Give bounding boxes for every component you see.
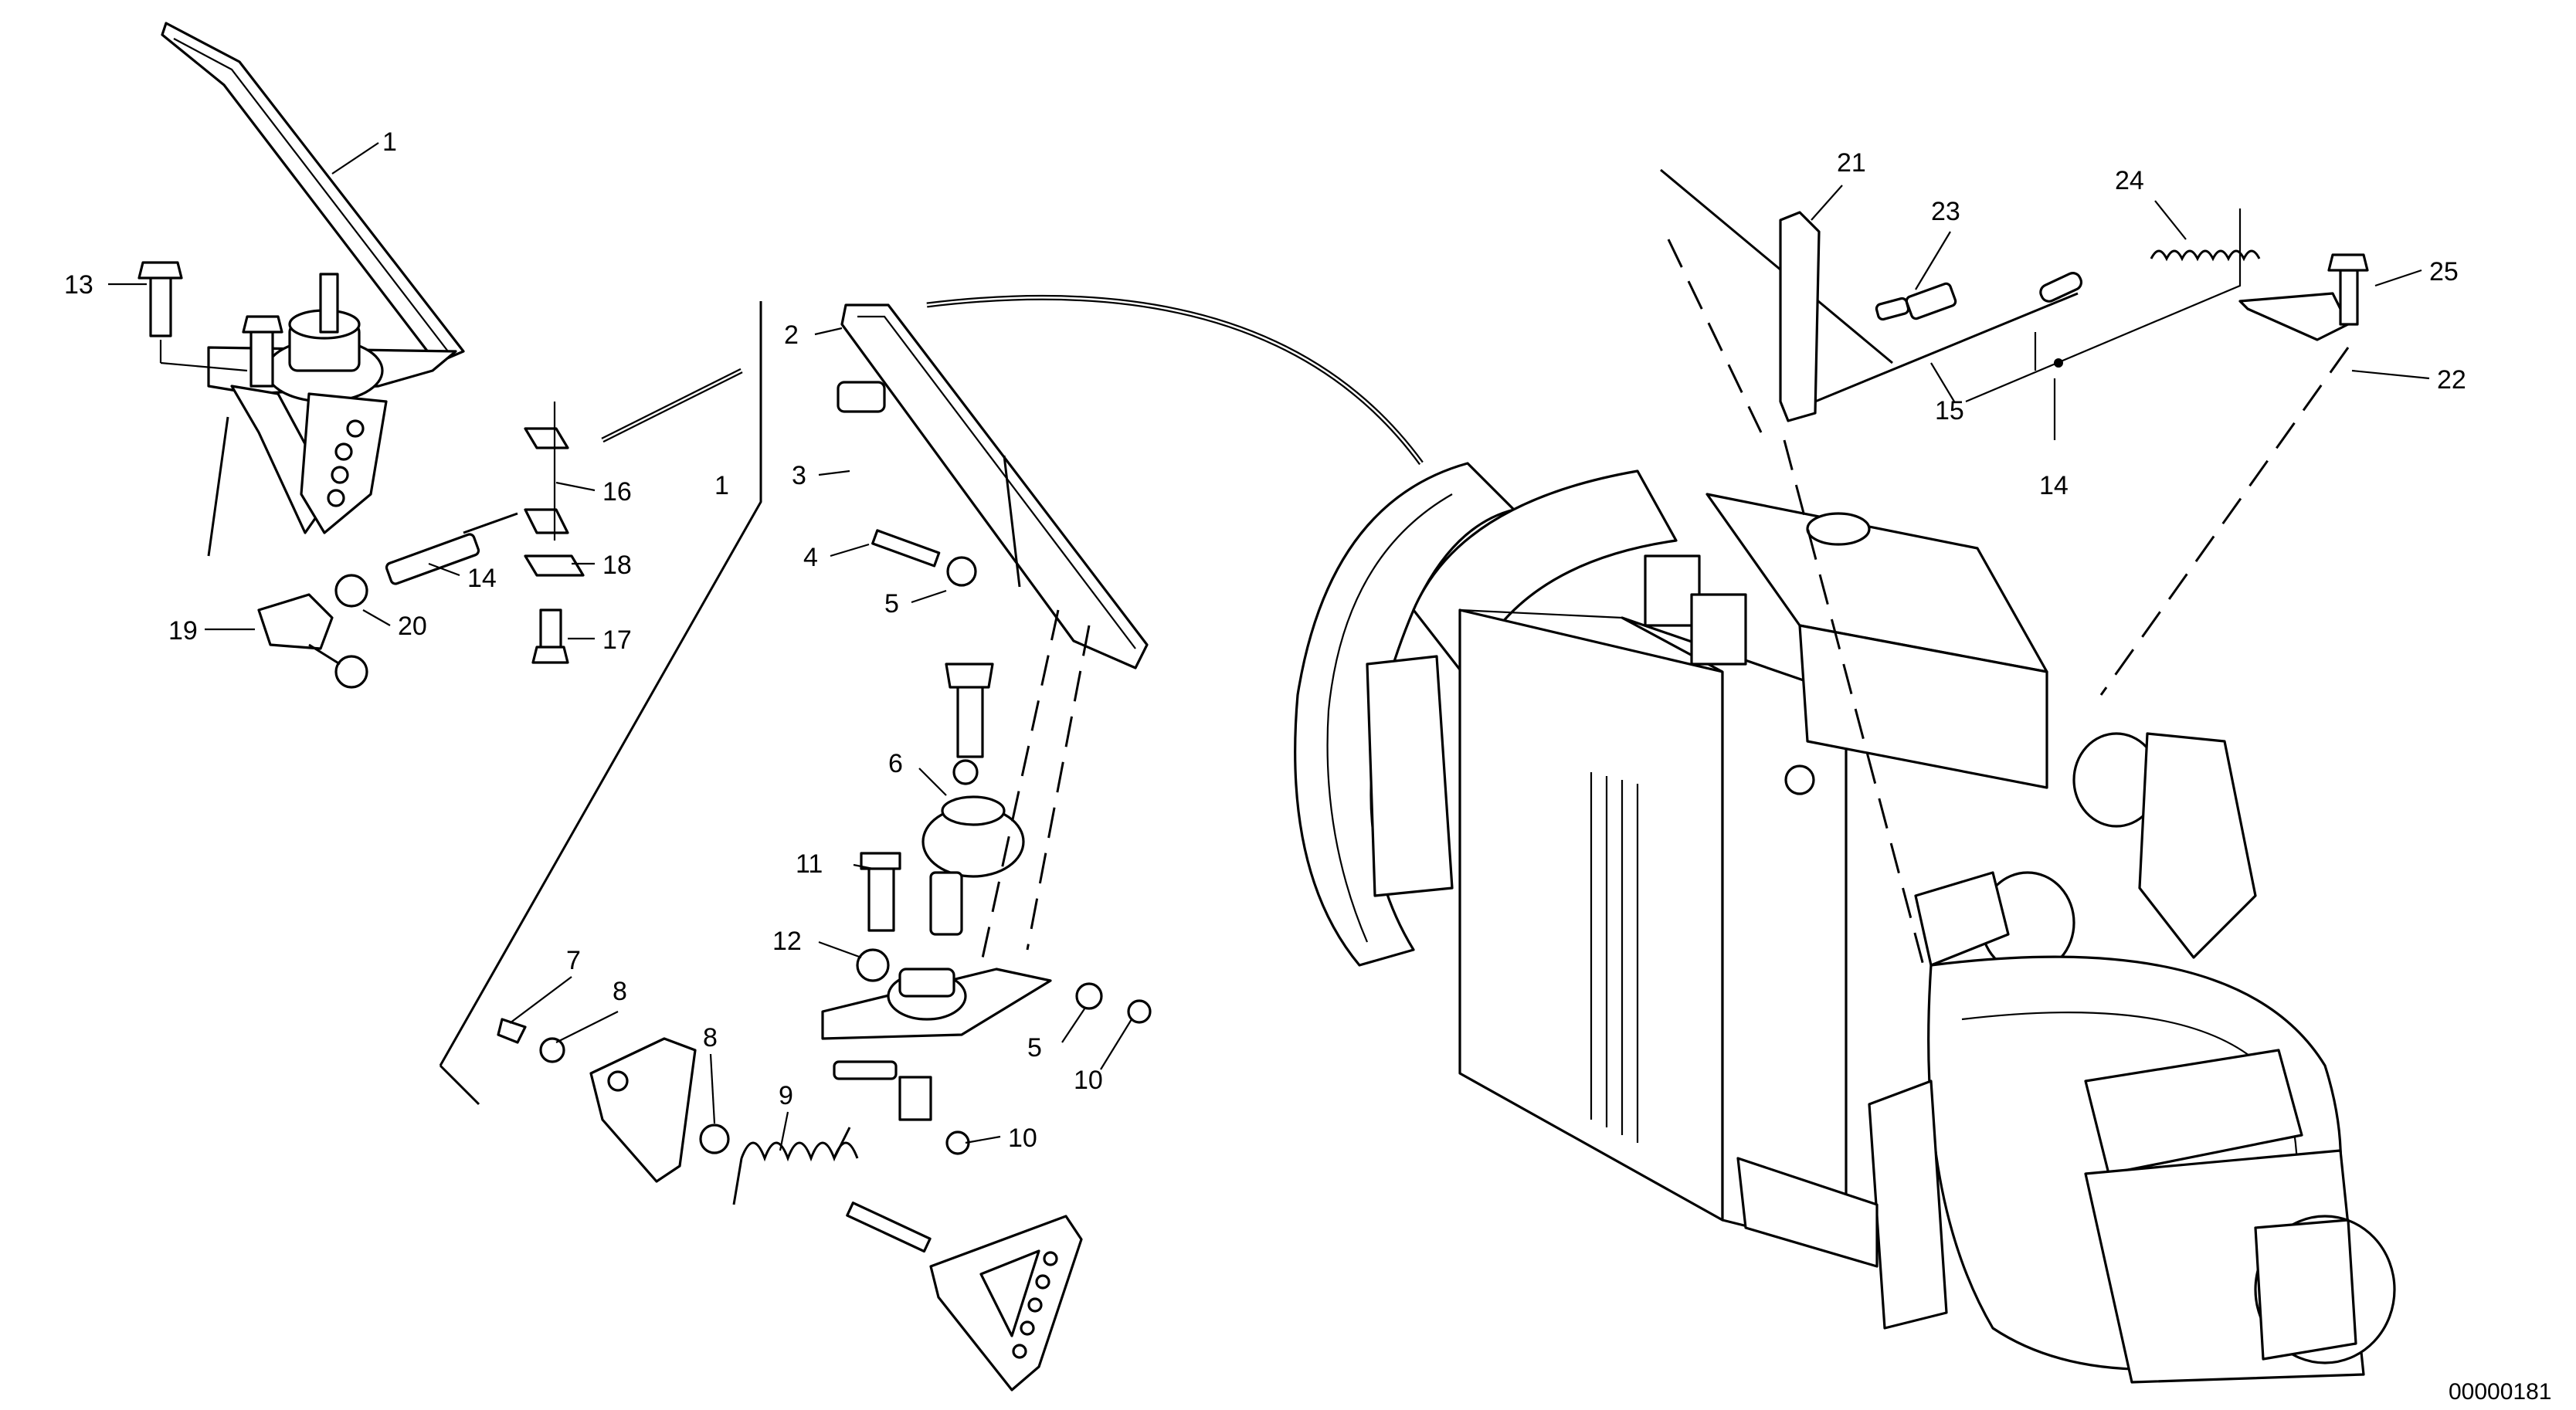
callout-labels: 1 13 16 18 17 14 19 20 2 1 3 4 5 6 11 12… [64,127,2466,1153]
callout-4: 4 [803,543,818,572]
callout-1: 1 [382,127,397,157]
callout-20: 20 [398,612,427,641]
callout-11: 11 [796,849,823,879]
callout-leaders [108,142,2430,1151]
callout-3: 3 [792,461,806,490]
callout-10: 10 [1074,1066,1103,1095]
callout-16: 16 [602,477,632,507]
callout-17: 17 [602,625,632,655]
callout-8: 8 [703,1023,718,1052]
callout-19: 19 [168,616,198,646]
callout-14: 14 [2039,471,2069,500]
callout-2: 2 [784,320,799,350]
callout-15: 15 [1935,396,1964,425]
callout-1: 1 [714,471,729,500]
callout-10: 10 [1008,1124,1037,1153]
small-parts-right [1660,168,2369,966]
callout-18: 18 [602,551,632,580]
callout-5: 5 [1027,1033,1042,1063]
callout-8: 8 [613,977,627,1006]
callout-24: 24 [2115,166,2144,195]
callout-23: 23 [1931,197,1960,226]
callout-12: 12 [772,927,802,956]
callout-25: 25 [2429,257,2459,286]
small-parts-left [257,368,743,689]
callout-22: 22 [2437,365,2466,395]
drawing-number: 00000181 [2449,1379,2551,1405]
callout-21: 21 [1837,148,1866,178]
pedal-assembly-left [137,22,465,557]
callout-9: 9 [779,1081,793,1110]
callout-6: 6 [888,749,903,778]
throttle-cable [926,294,1424,466]
engine-assembly [1294,462,2396,1384]
bracket-spring-assembly [439,301,1083,1391]
callout-14: 14 [467,564,497,593]
callout-5: 5 [884,589,899,619]
pedal-assembly-center [821,303,1152,1155]
callout-13: 13 [64,270,93,300]
callout-7: 7 [566,946,581,975]
